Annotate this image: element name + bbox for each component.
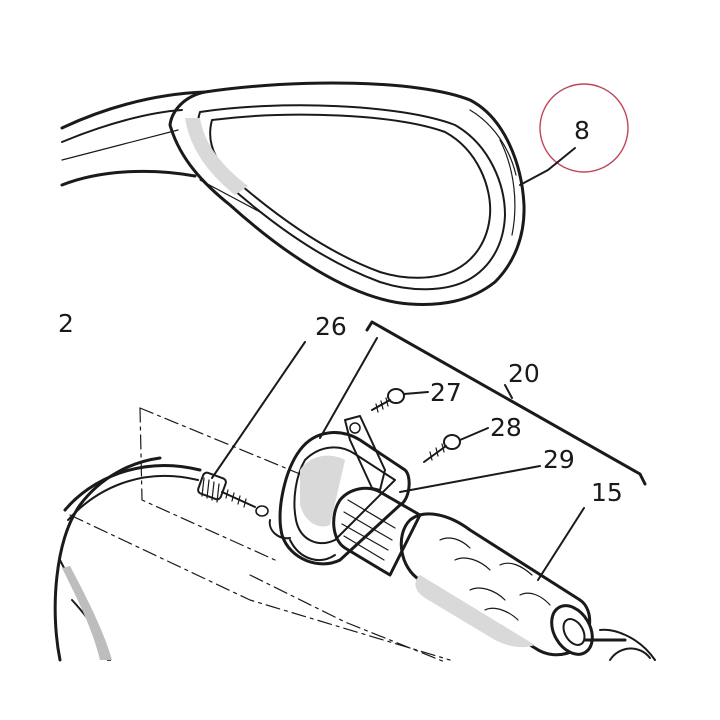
callout-2: 2 (58, 309, 74, 338)
callout-20: 20 (508, 359, 540, 388)
leader-15 (537, 507, 585, 581)
fairing (53, 456, 162, 662)
leader-27 (403, 391, 429, 395)
adjuster (197, 471, 269, 517)
group-20-bracket (365, 320, 647, 486)
leader-26 (211, 341, 306, 479)
cable (63, 464, 202, 521)
leader-28 (459, 427, 489, 441)
mirror (60, 81, 526, 306)
leader-housing (319, 337, 378, 439)
callout-8: 8 (574, 116, 590, 145)
screw-27 (371, 388, 405, 413)
throttle-housing (268, 415, 411, 566)
callout-15: 15 (591, 478, 623, 507)
alignment-lines (69, 407, 451, 663)
leader-29 (399, 465, 541, 493)
throttle-grip (332, 486, 656, 661)
callout-26: 26 (315, 312, 347, 341)
callout-8-highlight (539, 83, 629, 173)
screw-28 (423, 434, 461, 463)
leader-8 (519, 147, 576, 186)
callout-29: 29 (543, 445, 575, 474)
callout-28: 28 (490, 413, 522, 442)
leader-20 (504, 384, 513, 399)
callout-27: 27 (430, 378, 462, 407)
